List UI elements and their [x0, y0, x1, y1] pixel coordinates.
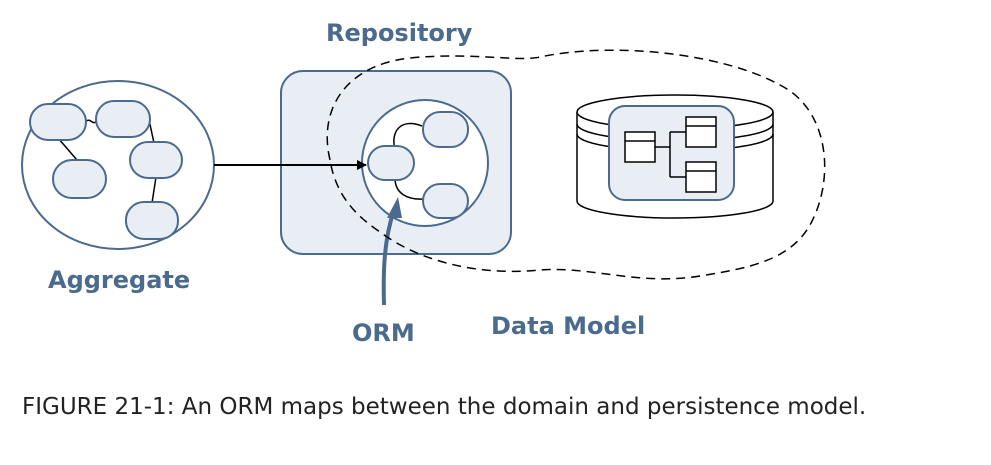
aggregate-group	[21, 80, 215, 250]
data-model-label: Data Model	[491, 312, 645, 340]
schema-table-icon	[685, 161, 717, 193]
aggregate-entity	[95, 100, 151, 138]
aggregate-entity	[29, 103, 87, 141]
schema-relation	[655, 131, 686, 178]
orm-label: ORM	[352, 319, 415, 347]
figure-caption-text: An ORM maps between the domain and persi…	[181, 394, 867, 420]
orm-group	[361, 99, 489, 227]
aggregate-connector	[151, 176, 157, 204]
orm-entity	[367, 145, 415, 181]
orm-entity	[422, 111, 469, 148]
repository-label: Repository	[326, 19, 473, 47]
figure-caption: FIGURE 21-1: An ORM maps between the dom…	[22, 394, 866, 420]
schema-table-icon	[624, 131, 656, 163]
orm-pointer-arrow	[381, 197, 402, 306]
aggregate-connector	[57, 137, 78, 161]
aggregate-entity	[125, 201, 179, 240]
schema-table-icon	[685, 116, 717, 148]
figure-number: FIGURE 21-1:	[22, 394, 175, 420]
aggregate-entity	[52, 159, 107, 199]
aggregate-entity	[129, 141, 183, 179]
orm-entity	[422, 183, 469, 219]
aggregate-label: Aggregate	[48, 266, 190, 294]
database-icon	[576, 94, 774, 219]
data-model-boundary	[326, 49, 826, 280]
